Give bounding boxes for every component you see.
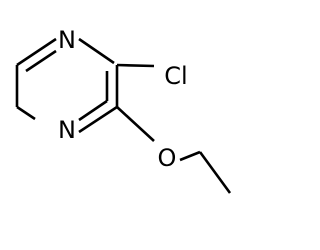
- atom-label-o: O: [158, 144, 177, 172]
- bond-ring-upper-left-inner: [25, 49, 57, 73]
- bond-ring-n-top-right: [78, 37, 115, 65]
- atom-label-cl: Cl: [164, 62, 187, 90]
- chloro-ethoxy-pyrazine-structure: N N Cl O: [15, 26, 232, 194]
- atom-label-n-top: N: [58, 26, 76, 54]
- bond-ring-lower-right-inner: [78, 99, 108, 122]
- bond-ring-lower-right: [78, 105, 118, 134]
- bond-ring-lower-left: [16, 105, 36, 121]
- bond-ring-upper-left: [16, 37, 57, 67]
- atom-label-n-bottom: N: [58, 116, 76, 144]
- bond-c-o: [116, 106, 155, 142]
- bond-o-ch2: [179, 150, 201, 162]
- bond-ch2-ch3: [198, 151, 232, 194]
- bond-c-cl: [116, 63, 155, 68]
